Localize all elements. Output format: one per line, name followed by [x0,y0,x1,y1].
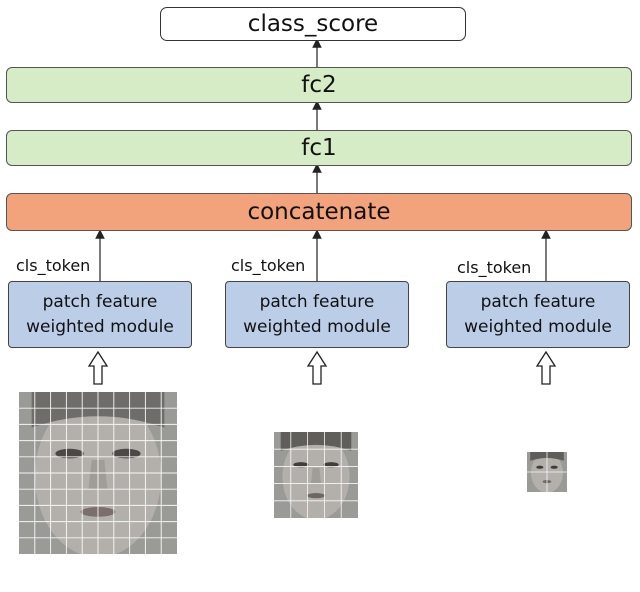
module-2-line-2: weighted module [243,316,391,337]
hollow-arrow-1 [87,350,109,385]
fc1-label: fc1 [301,135,337,161]
patch-feature-module-1: patch feature weighted module [8,281,192,348]
fc1-box: fc1 [6,130,632,166]
module-2-line-1: patch feature [259,291,375,312]
cls-token-label-2: cls_token [231,256,306,275]
face-image-medium [274,432,358,518]
class-score-box: class_score [160,7,466,41]
face-image-large [19,392,177,554]
face-medium-svg [274,432,358,518]
face-large-svg [19,392,177,554]
concatenate-label: concatenate [247,199,391,225]
module-3-line-2: weighted module [464,316,612,337]
patch-feature-module-2: patch feature weighted module [225,281,409,348]
cls-token-label-1: cls_token [16,256,91,275]
fc2-label: fc2 [301,72,337,98]
module-3-line-1: patch feature [480,291,596,312]
cls-token-label-3: cls_token [457,258,532,277]
face-small-svg [527,452,567,492]
module-1-line-2: weighted module [26,316,174,337]
module-1-line-1: patch feature [42,291,158,312]
hollow-arrow-3 [535,350,557,385]
concatenate-box: concatenate [6,193,632,231]
patch-feature-module-3: patch feature weighted module [446,281,630,348]
hollow-arrow-2 [306,350,328,385]
fc2-box: fc2 [6,67,632,103]
face-image-small [527,452,567,492]
class-score-label: class_score [247,11,379,37]
